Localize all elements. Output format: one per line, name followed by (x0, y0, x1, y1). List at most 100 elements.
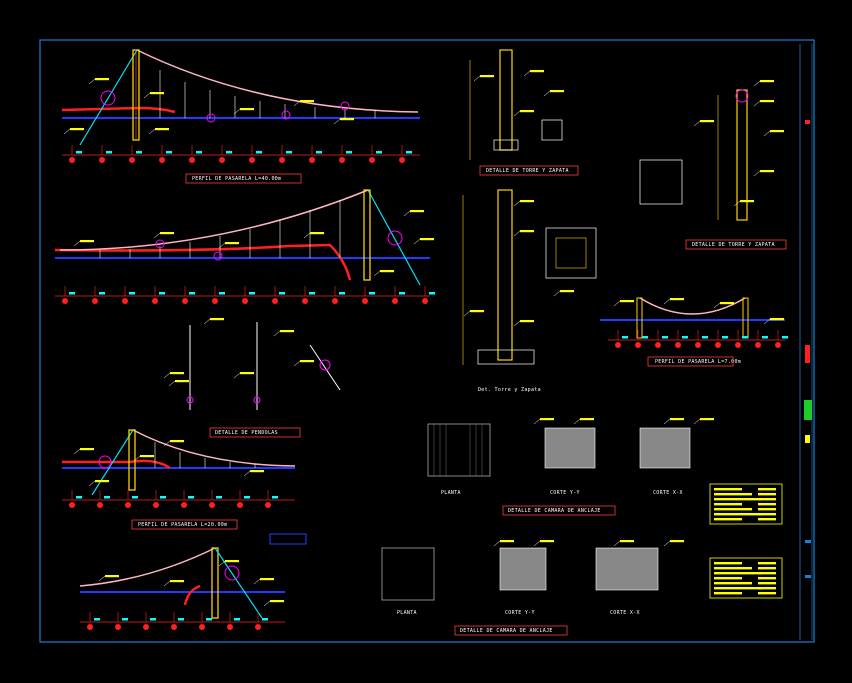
leader-line (663, 540, 671, 547)
leader-tag (175, 380, 189, 383)
leader-tag (70, 128, 84, 131)
leader-line (218, 242, 226, 249)
dimension-tick (256, 151, 262, 154)
leader-tag (770, 318, 784, 321)
leader-line (663, 298, 671, 305)
grid-marker-icon (152, 298, 158, 304)
table-a (709, 483, 783, 525)
table-row (714, 513, 762, 516)
leader-line (553, 290, 561, 297)
leader-line (543, 90, 551, 97)
leader-line (153, 232, 161, 239)
dimension-tick (262, 618, 268, 621)
table-row (714, 587, 762, 590)
grid-marker-icon (265, 502, 271, 508)
dimension-tick (69, 292, 75, 295)
grid-marker-icon (143, 624, 149, 630)
caption-frame (209, 427, 301, 438)
leader-tag (240, 108, 254, 111)
leader-line (413, 238, 421, 245)
table-cell (758, 562, 776, 565)
leader-tag (225, 242, 239, 245)
caption-tower-footing: DETALLE DE TORRE Y ZAPATA (486, 168, 569, 174)
table-cell (758, 498, 776, 501)
dimension-tick (309, 292, 315, 295)
tower-footing-detail (469, 49, 563, 160)
leader-tag (520, 110, 534, 113)
caption-frame (185, 173, 302, 184)
scale-bar (269, 533, 307, 545)
leader-tag (280, 330, 294, 333)
table-row (714, 572, 762, 575)
bridge-profile-7m (600, 297, 785, 341)
dimension-tick (339, 292, 345, 295)
leader-tag (480, 75, 494, 78)
table-row (714, 567, 752, 570)
dimension-tick (286, 151, 292, 154)
plan-label-a: PLANTA (441, 490, 461, 496)
leader-tag (300, 360, 314, 363)
grid-marker-icon (227, 624, 233, 630)
grid-marker-icon (272, 298, 278, 304)
grid-marker-icon (392, 298, 398, 304)
leader-line (203, 318, 211, 325)
grid-marker-icon (69, 157, 75, 163)
grid-marker-icon (129, 157, 135, 163)
leader-tag (540, 540, 554, 543)
leader-tag (540, 418, 554, 421)
leader-line (163, 440, 171, 447)
table-cell (758, 572, 776, 575)
table-cell (758, 503, 776, 506)
table-row (714, 503, 742, 506)
caption-frame (479, 165, 579, 176)
grid-marker-icon (199, 624, 205, 630)
dimension-tick (369, 292, 375, 295)
grid-marker-icon (302, 298, 308, 304)
leader-tag (240, 372, 254, 375)
leader-line (493, 540, 501, 547)
dimension-tick (150, 618, 156, 621)
dimension-tick (316, 151, 322, 154)
leader-line (613, 300, 621, 307)
grid-marker-icon (332, 298, 338, 304)
caption-anchor-b: DETALLE DE CAMARA DE ANCLAJE (460, 628, 553, 634)
grid-marker-icon (339, 157, 345, 163)
section-xx-label-a: CORTE X-X (653, 490, 683, 496)
caption-frame (647, 356, 734, 367)
leader-line (403, 210, 411, 217)
leader-tag (670, 298, 684, 301)
leader-line (303, 232, 311, 239)
table-cell (758, 518, 776, 521)
leader-line (233, 372, 241, 379)
leader-tag (310, 232, 324, 235)
dimension-tick (216, 496, 222, 499)
dimension-tick (159, 292, 165, 295)
grid-marker-icon (369, 157, 375, 163)
grid-marker-icon (97, 502, 103, 508)
leader-tag (700, 120, 714, 123)
dimension-tick (682, 336, 688, 339)
leader-tag (720, 302, 734, 305)
leader-line (753, 100, 761, 107)
section-yy-label-b: CORTE Y-Y (505, 610, 535, 616)
leader-tag (760, 100, 774, 103)
tower-truss-detail (639, 89, 749, 221)
dimension-tick (279, 292, 285, 295)
plan-label-b: PLANTA (397, 610, 417, 616)
bridge-profile-40m (61, 49, 420, 156)
bridge-profile-bottom (79, 547, 285, 623)
caption-frame (502, 505, 616, 516)
dimension-tick (129, 292, 135, 295)
leader-line (713, 302, 721, 309)
dimension-tick (762, 336, 768, 339)
leader-line (253, 578, 261, 585)
table-cell (758, 513, 776, 516)
leader-line (753, 80, 761, 87)
leader-line (693, 418, 701, 425)
leader-line (753, 170, 761, 177)
dimension-tick (122, 618, 128, 621)
dimension-tick (178, 618, 184, 621)
table-row (714, 562, 742, 565)
table-row (714, 518, 742, 521)
